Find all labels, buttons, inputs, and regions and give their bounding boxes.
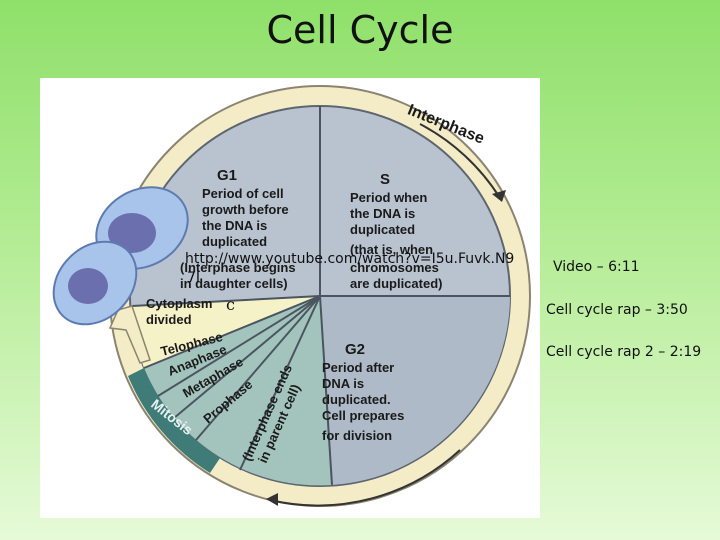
g1-line: (Interphase begins [180,260,296,275]
g2-line: for division [322,428,392,443]
interphase-arrow-head [492,190,506,202]
g2-wedge [320,296,510,485]
g2-title: G2 [345,341,365,358]
cell-cycle-diagram: Interphase G1 Period of cell growth befo… [40,78,540,518]
g1-line: Period of cell [202,186,284,201]
slide-title: Cell Cycle [266,8,454,52]
wheel-dividers [131,106,510,486]
daughter-cells [52,186,189,326]
s-line: are duplicated) [350,276,442,291]
cytoplasm-label: divided [146,312,192,327]
s-line: (that is, when [350,242,433,257]
g2-line: duplicated. [322,392,391,407]
s-line: duplicated [350,222,415,237]
s-line: chromosomes [350,260,439,275]
g2-line: Cell prepares [322,408,404,423]
bottom-arrow [269,449,461,507]
rap-note: Cell cycle rap – 3:50 [546,302,688,318]
interphase-arrow [419,123,501,199]
overlay-letter: c [226,295,235,314]
g1-line: duplicated [202,234,267,249]
g1-title: G1 [217,167,237,184]
g1-line: the DNA is [202,218,267,233]
cytoplasm-label: Cytoplasm [146,296,212,311]
s-line: Period when [350,190,427,205]
g1-line: in daughter cells) [180,276,288,291]
video-link-tail[interactable]: 7I [187,270,201,286]
cell-cycle-wheel: Interphase G1 Period of cell growth befo… [52,85,531,507]
rap2-note: Cell cycle rap 2 – 2:19 [546,344,702,360]
cytoplasm-wedge [132,296,320,368]
g1-line: growth before [202,202,289,217]
bottom-arrow-head [266,493,278,506]
s-title: S [380,171,390,188]
mitosis-band [128,368,220,473]
g2-line: DNA is [322,376,364,391]
g2-line: Period after [322,360,394,375]
video-link[interactable]: http://www.youtube.com/watch?v=I5u.Fuvk.… [185,251,515,267]
video-note: Video – 6:11 [553,259,640,275]
s-line: the DNA is [350,206,415,221]
